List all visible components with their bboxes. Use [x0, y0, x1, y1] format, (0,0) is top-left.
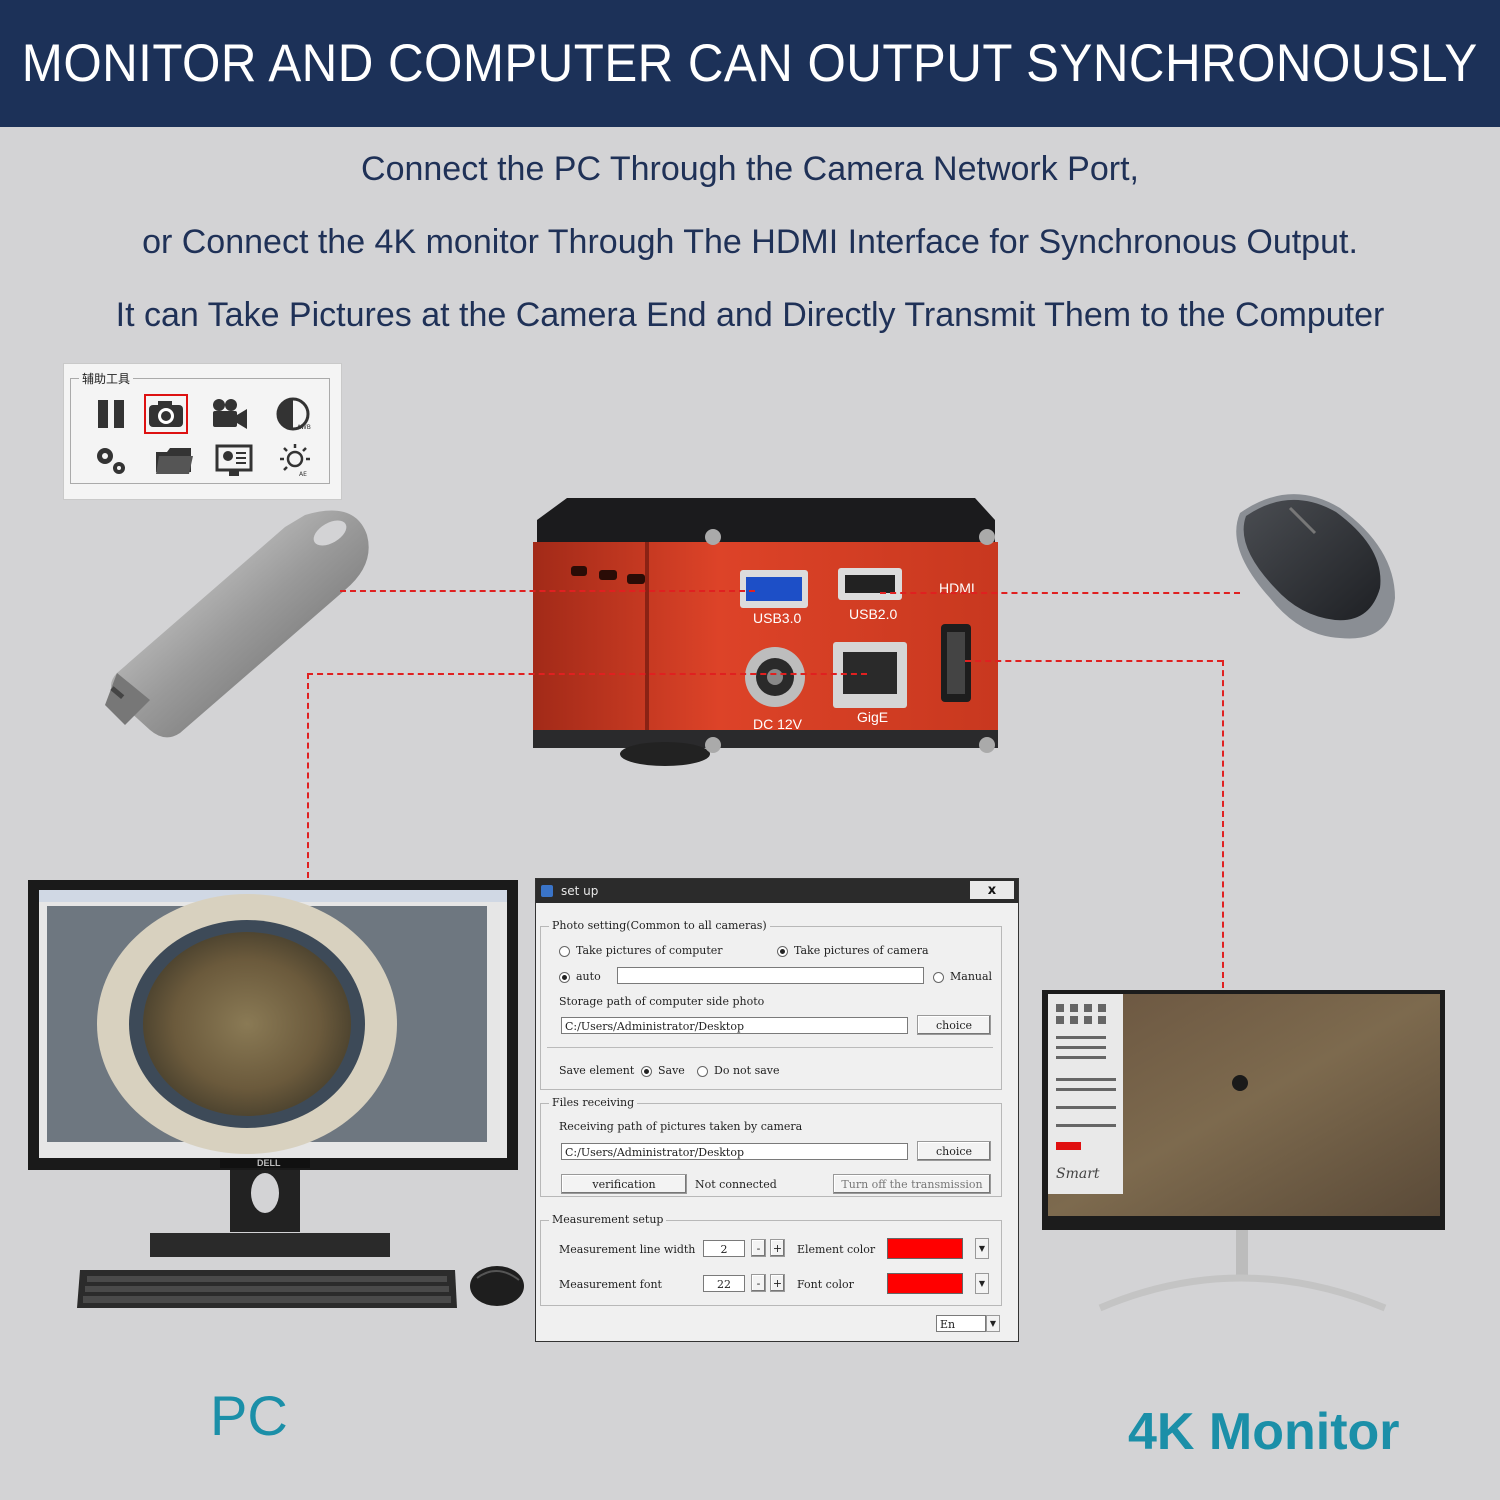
- network-connection-line-h: [307, 673, 867, 675]
- line-width-minus-button[interactable]: -: [751, 1239, 766, 1257]
- manual-option[interactable]: Manual: [933, 970, 992, 983]
- connection-status: Not connected: [695, 1178, 777, 1191]
- measurement-font-input[interactable]: 22: [703, 1275, 745, 1292]
- divider: [547, 1047, 993, 1048]
- language-dropdown-arrow[interactable]: ▼: [986, 1315, 1000, 1332]
- radio-save[interactable]: [641, 1065, 652, 1077]
- subtitle-line-3: It can Take Pictures at the Camera End a…: [115, 296, 1385, 334]
- photo-setting-legend: Photo setting(Common to all cameras): [549, 919, 770, 932]
- save-option[interactable]: Save: [641, 1064, 685, 1077]
- font-minus-button[interactable]: -: [751, 1274, 766, 1292]
- subtitle-line-2: or Connect the 4K monitor Through The HD…: [142, 223, 1358, 261]
- usb-connection-line: [340, 590, 755, 592]
- folder-icon[interactable]: [152, 440, 196, 480]
- video-record-icon[interactable]: [208, 394, 252, 434]
- language-select[interactable]: En: [936, 1315, 986, 1332]
- settings-gears-icon[interactable]: [90, 440, 134, 480]
- files-receiving-group: Files receiving Receiving path of pictur…: [540, 1096, 1002, 1197]
- pc-workstation: DELL: [28, 880, 524, 1308]
- toolbox-panel: 辅助工具 AWB AE: [63, 363, 342, 500]
- receive-choice-button[interactable]: choice: [917, 1141, 991, 1161]
- line-width-input[interactable]: 2: [703, 1240, 745, 1257]
- save-element-label: Save element: [559, 1064, 635, 1077]
- wireless-mouse: [1236, 494, 1395, 639]
- radio-take-computer[interactable]: [559, 945, 570, 957]
- dc-label: DC 12V: [753, 716, 803, 732]
- page-title: MONITOR AND COMPUTER CAN OUTPUT SYNCHRON…: [22, 34, 1478, 93]
- display-settings-icon[interactable]: [212, 440, 256, 480]
- turn-off-transmission-button[interactable]: Turn off the transmission: [833, 1174, 991, 1194]
- radio-auto[interactable]: [559, 971, 570, 983]
- awb-text: AWB: [297, 424, 311, 431]
- line-width-plus-button[interactable]: +: [770, 1239, 785, 1257]
- 4k-monitor: Smart: [1042, 990, 1445, 1312]
- radio-manual[interactable]: [933, 971, 944, 983]
- measurement-setup-legend: Measurement setup: [549, 1213, 667, 1226]
- subtitle-line-1: Connect the PC Through the Camera Networ…: [361, 150, 1139, 188]
- hdmi-connection-line-h: [965, 660, 1223, 662]
- font-color-swatch[interactable]: [887, 1273, 963, 1294]
- receive-path-input[interactable]: C:/Users/Administrator/Desktop: [561, 1143, 908, 1160]
- radio-do-not-save[interactable]: [697, 1065, 708, 1077]
- toolbox-title: 辅助工具: [82, 372, 131, 386]
- pc-label: PC: [210, 1384, 288, 1447]
- line-width-label: Measurement line width: [559, 1243, 696, 1256]
- close-button[interactable]: x: [970, 881, 1014, 899]
- pc-brand: DELL: [257, 1158, 281, 1168]
- storage-choice-button[interactable]: choice: [917, 1015, 991, 1035]
- element-color-dropdown[interactable]: ▼: [975, 1238, 989, 1259]
- font-color-dropdown[interactable]: ▼: [975, 1273, 989, 1294]
- awb-icon[interactable]: AWB: [272, 394, 316, 434]
- storage-path-input[interactable]: C:/Users/Administrator/Desktop: [561, 1017, 908, 1034]
- dialog-titlebar: set up x: [536, 879, 1018, 903]
- app-icon: [541, 885, 553, 897]
- measurement-setup-group: Measurement setup Measurement line width…: [540, 1213, 1002, 1306]
- receive-path-label: Receiving path of pictures taken by came…: [559, 1120, 803, 1133]
- monitor-brand-text: Smart: [1056, 1166, 1100, 1182]
- toolbox-group: 辅助工具: [70, 370, 330, 484]
- settings-dialog: set up x Photo setting(Common to all cam…: [535, 878, 1019, 1342]
- do-not-save-option[interactable]: Do not save: [697, 1064, 780, 1077]
- photo-setting-group: Photo setting(Common to all cameras) Tak…: [540, 919, 1002, 1090]
- storage-path-label: Storage path of computer side photo: [559, 995, 765, 1008]
- font-plus-button[interactable]: +: [770, 1274, 785, 1292]
- take-camera-option[interactable]: Take pictures of camera: [777, 944, 929, 957]
- font-color-label: Font color: [797, 1278, 854, 1291]
- gige-label: GigE: [857, 709, 888, 725]
- usb-flash-drive: [105, 510, 369, 738]
- mouse-connection-line: [880, 592, 1240, 594]
- pause-icon[interactable]: [90, 394, 134, 434]
- hdmi-connection-line-v: [1222, 660, 1224, 988]
- camera-snapshot-icon[interactable]: [144, 394, 188, 434]
- auto-option[interactable]: auto: [559, 970, 601, 983]
- ae-text: AE: [299, 471, 307, 478]
- auto-name-field[interactable]: [617, 967, 924, 984]
- radio-take-camera[interactable]: [777, 945, 788, 957]
- network-connection-line-v: [307, 673, 309, 878]
- dialog-title: set up: [561, 884, 599, 898]
- ae-exposure-icon[interactable]: AE: [274, 440, 318, 480]
- header-banner: MONITOR AND COMPUTER CAN OUTPUT SYNCHRON…: [0, 0, 1500, 127]
- files-receiving-legend: Files receiving: [549, 1096, 638, 1109]
- usb2-label: USB2.0: [849, 606, 897, 622]
- element-color-swatch[interactable]: [887, 1238, 963, 1259]
- monitor-label: 4K Monitor: [1128, 1403, 1400, 1461]
- take-computer-option[interactable]: Take pictures of computer: [559, 944, 723, 957]
- camera-device: USB3.0 USB2.0 HDMI DC 12V GigE: [533, 498, 998, 766]
- usb3-label: USB3.0: [753, 610, 801, 626]
- measurement-font-label: Measurement font: [559, 1278, 662, 1291]
- verification-button[interactable]: verification: [561, 1174, 687, 1194]
- element-color-label: Element color: [797, 1243, 876, 1256]
